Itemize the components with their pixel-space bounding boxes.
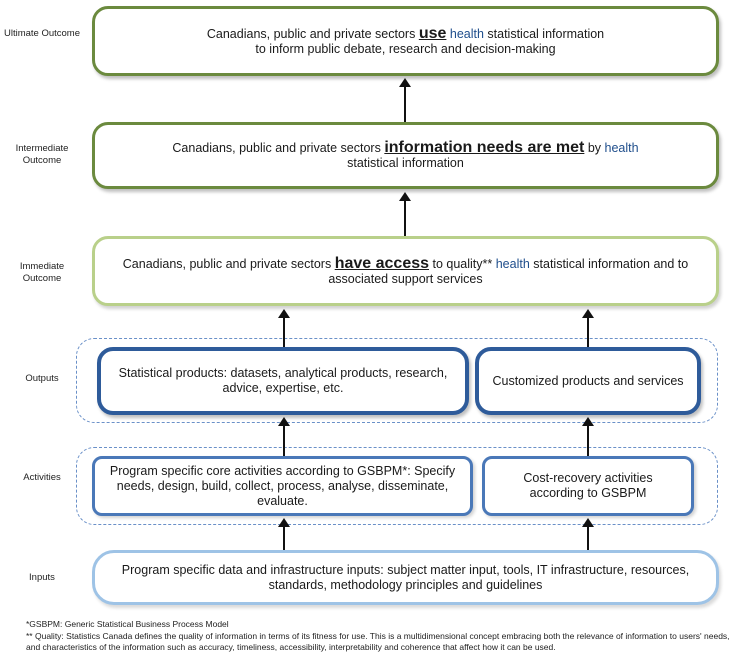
immediate-text-mid: to quality** (429, 256, 496, 271)
inputs-box: Program specific data and infrastructure… (92, 550, 719, 605)
immediate-keyword: have access (334, 254, 430, 272)
ultimate-outcome-box: Canadians, public and private sectors us… (92, 6, 719, 76)
activities-group (76, 447, 718, 525)
output-customized-products-box: Customized products and services (475, 347, 701, 415)
intermediate-text-line2: statistical information (347, 156, 464, 170)
footnote-gsbpm: *GSBPM: Generic Statistical Business Pro… (26, 619, 229, 629)
immediate-text-line2: associated support services (328, 271, 483, 286)
ultimate-keyword: use (418, 24, 447, 42)
immediate-health-word: health (495, 256, 530, 271)
arrow-up-core-activities-to-products (278, 417, 290, 456)
immediate-text-end: statistical information and to (529, 256, 689, 271)
label-inputs: Inputs (29, 572, 55, 583)
arrow-up-inputs-to-cost-recovery (582, 518, 594, 550)
intermediate-health-word: health (604, 141, 639, 155)
arrow-up-statistical-products-to-immediate (278, 309, 290, 347)
ultimate-text-line2: to inform public debate, research and de… (255, 41, 556, 56)
output-statistical-products-box: Statistical products: datasets, analytic… (97, 347, 469, 415)
label-immediate-outcome: Immediate Outcome (19, 261, 65, 284)
outputs-group (76, 338, 718, 423)
label-outputs: Outputs (25, 373, 59, 384)
activity-cost-recovery-text: Cost-recovery activities according to GS… (523, 471, 653, 500)
arrow-up-inputs-to-core-activities (278, 518, 290, 550)
ultimate-text-start: Canadians, public and private sectors (206, 26, 419, 41)
intermediate-keyword: information needs are met (384, 139, 585, 156)
arrow-up-intermediate-to-ultimate (399, 78, 411, 122)
intermediate-text-mid: by (584, 141, 605, 155)
activity-core-text: Program specific core activities accordi… (109, 463, 456, 508)
output-statistical-products-text: Statistical products: datasets, analytic… (118, 366, 448, 395)
immediate-outcome-box: Canadians, public and private sectors ha… (92, 236, 719, 306)
footnote-quality: ** Quality: Statistics Canada defines th… (26, 631, 730, 652)
activity-core-box: Program specific core activities accordi… (92, 456, 473, 516)
arrow-up-immediate-to-intermediate (399, 192, 411, 236)
output-customized-products-text: Customized products and services (492, 373, 684, 388)
arrow-up-customized-products-to-immediate (582, 309, 594, 347)
inputs-text: Program specific data and infrastructure… (121, 562, 690, 592)
intermediate-text-start: Canadians, public and private sectors (172, 141, 385, 155)
label-activities: Activities (23, 472, 61, 483)
immediate-text-start: Canadians, public and private sectors (122, 256, 335, 271)
ultimate-health-word: health (449, 26, 484, 41)
label-intermediate-outcome: Intermediate Outcome (15, 143, 69, 166)
activity-cost-recovery-box: Cost-recovery activities according to GS… (482, 456, 694, 516)
arrow-up-cost-recovery-to-customized (582, 417, 594, 456)
intermediate-outcome-box: Canadians, public and private sectors in… (92, 122, 719, 189)
ultimate-text-end: statistical information (483, 26, 605, 41)
label-ultimate-outcome: Ultimate Outcome (3, 28, 81, 39)
